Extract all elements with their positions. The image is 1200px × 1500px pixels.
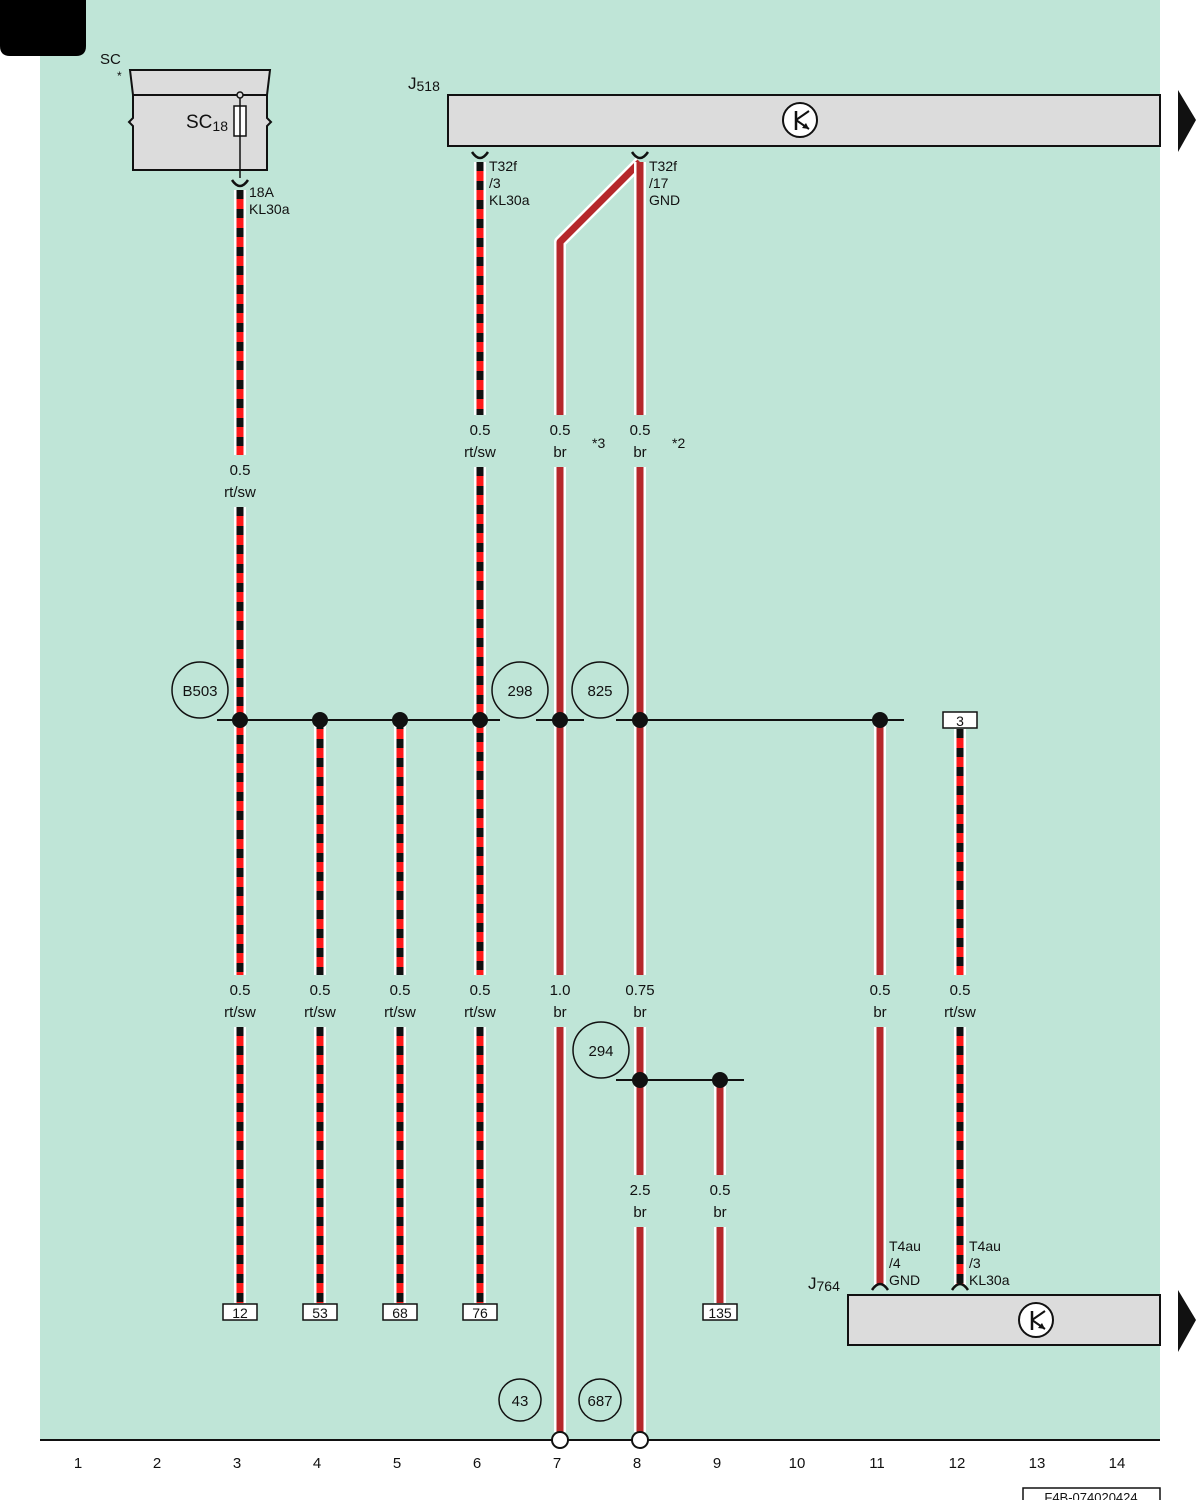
- junction-dot: [712, 1072, 728, 1088]
- fuse-holder-sc[interactable]: [127, 69, 273, 178]
- connection-circles: B503 298 825 294 43 687: [171, 661, 630, 1422]
- fuse-label: SC18: [186, 112, 228, 134]
- connection-825: 825: [571, 661, 629, 719]
- pin-label-j518-3: T32f /3 KL30a: [489, 158, 530, 208]
- ref-box-12: 12: [222, 1303, 258, 1321]
- footer-code-box: [1022, 1487, 1161, 1500]
- junction-dot: [312, 712, 328, 728]
- connection-298: 298: [491, 661, 549, 719]
- connection-294: 294: [572, 1021, 630, 1079]
- svg-text:76: 76: [472, 1305, 488, 1321]
- pin-label-j764-3: T4au /3 KL30a: [969, 1238, 1010, 1288]
- column-numbers: 1 2 3 4 5 6 7 8 9 10 11 12 13 14: [74, 1455, 1126, 1472]
- ref-box-3: 3: [942, 711, 978, 729]
- footnote-mark-3: *3: [592, 435, 605, 451]
- svg-text:294: 294: [588, 1043, 613, 1060]
- column-number: 7: [553, 1455, 561, 1472]
- svg-text:687: 687: [587, 1393, 612, 1410]
- column-number: 5: [393, 1455, 401, 1472]
- sc-group-label: SC: [100, 51, 121, 68]
- wire-end-terminal: [631, 1431, 649, 1449]
- j518-label: J518: [408, 74, 440, 94]
- column-number: 6: [473, 1455, 481, 1472]
- svg-text:43: 43: [512, 1393, 529, 1410]
- svg-text:825: 825: [587, 683, 612, 700]
- pin-label-j518-17: T32f /17 GND: [649, 158, 681, 208]
- pin-label-sc18: 18A KL30a: [249, 184, 290, 217]
- control-unit-j764[interactable]: [847, 1294, 1161, 1346]
- junction-dot: [632, 712, 648, 728]
- column-number: 1: [74, 1455, 82, 1472]
- wire-end-terminal: [551, 1431, 569, 1449]
- j764-label: J764: [808, 1274, 840, 1294]
- column-number: 4: [313, 1455, 321, 1472]
- ref-box-135: 135: [702, 1303, 738, 1321]
- control-unit-icon: [782, 102, 818, 138]
- junction-dot: [632, 1072, 648, 1088]
- pin-label-j764-4: T4au /4 GND: [889, 1238, 925, 1288]
- svg-text:68: 68: [392, 1305, 408, 1321]
- svg-text:3: 3: [956, 713, 964, 729]
- column-number: 14: [1109, 1455, 1126, 1472]
- ref-box-68: 68: [382, 1303, 418, 1321]
- ref-box-76: 76: [462, 1303, 498, 1321]
- connection-43: 43: [498, 1378, 542, 1422]
- junction-dot: [552, 712, 568, 728]
- svg-text:135: 135: [708, 1305, 732, 1321]
- column-number: 12: [949, 1455, 966, 1472]
- column-number: 2: [153, 1455, 161, 1472]
- junction-dot: [872, 712, 888, 728]
- connection-b503: B503: [171, 661, 229, 719]
- connector-pin-icon: [230, 151, 970, 1291]
- column-number: 13: [1029, 1455, 1046, 1472]
- sc-star: *: [117, 69, 122, 83]
- svg-text:298: 298: [507, 683, 532, 700]
- svg-text:B503: B503: [182, 683, 217, 700]
- diagram-background: [40, 0, 1160, 1440]
- svg-text:12: 12: [232, 1305, 248, 1321]
- column-number: 10: [789, 1455, 806, 1472]
- page-tab: [0, 0, 86, 56]
- column-number: 11: [869, 1455, 885, 1472]
- svg-text:53: 53: [312, 1305, 328, 1321]
- connection-687: 687: [578, 1378, 622, 1422]
- junction-dot: [392, 712, 408, 728]
- column-number: 9: [713, 1455, 721, 1472]
- junction-dots: [232, 712, 888, 1088]
- reference-boxes: 12 53 68 76 135 3: [222, 711, 978, 1321]
- column-number: 8: [633, 1455, 641, 1472]
- footer-code: F4B-074020424: [1044, 1490, 1137, 1500]
- continuation-arrow-bottom: [1178, 1290, 1196, 1352]
- continuation-arrow-top: [1178, 90, 1196, 152]
- column-number: 3: [233, 1455, 241, 1472]
- junction-dot: [232, 712, 248, 728]
- wire: [554, 157, 645, 415]
- junction-dot: [472, 712, 488, 728]
- control-unit-icon: [1018, 1302, 1054, 1338]
- ref-box-53: 53: [302, 1303, 338, 1321]
- footnote-mark-2: *2: [672, 435, 685, 451]
